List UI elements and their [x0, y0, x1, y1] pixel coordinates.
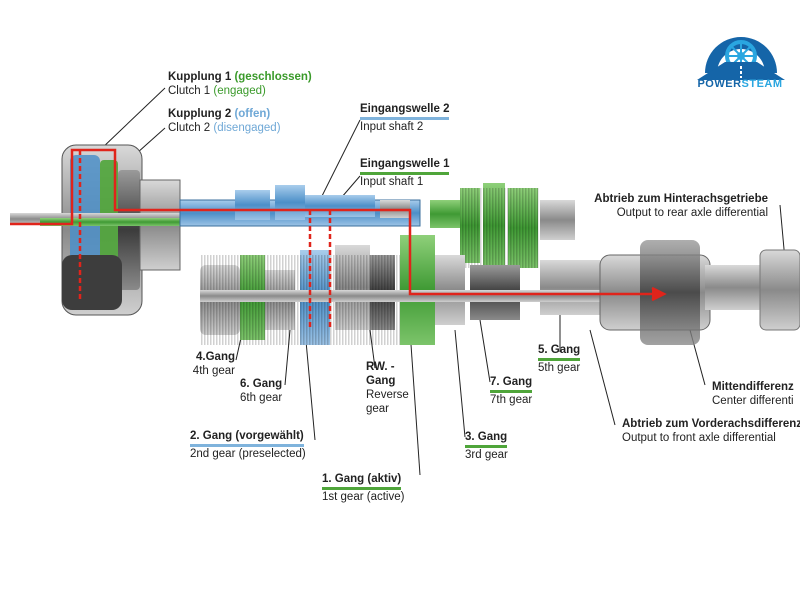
gear5-label: 5. Gang 5th gear: [538, 343, 580, 375]
gear3-label: 3. Gang 3rd gear: [465, 430, 508, 462]
gear4-label: 4.Gang 4th gear: [180, 350, 235, 378]
gear7-label: 7. Gang 7th gear: [490, 375, 532, 407]
input-shaft2-en: Input shaft 2: [360, 121, 424, 133]
input-shaft2-label: Eingangswelle 2 Input shaft 2: [360, 102, 450, 134]
powersteam-logo: [697, 37, 785, 80]
logo-part1: POWER: [697, 78, 742, 90]
logo-part2: STEAM: [741, 78, 783, 90]
gear5-de: 5. Gang: [538, 343, 581, 361]
clutch1-en: Clutch 1: [168, 85, 214, 97]
input-shaft1-label: Eingangswelle 1 Input shaft 1: [360, 157, 450, 189]
gear7-en: 7th gear: [490, 394, 533, 406]
power-flow-path: [10, 148, 667, 330]
gear1-en: 1st gear (active): [322, 491, 405, 503]
clutch1-label: Kupplung 1 (geschlossen) Clutch 1 (engag…: [168, 70, 312, 98]
gear-reverse-de1: RW. -: [366, 361, 395, 373]
center-diff-en: Center differenti: [712, 395, 794, 407]
rear-output-de: Abtrieb zum Hinterachsgetriebe: [594, 193, 768, 205]
gear3-en: 3rd gear: [465, 449, 508, 461]
gear1-label: 1. Gang (aktiv) 1st gear (active): [322, 472, 404, 504]
rear-output-label: Abtrieb zum Hinterachsgetriebe Output to…: [594, 192, 768, 220]
rear-output-en: Output to rear axle differential: [616, 207, 768, 219]
input-shaft1-de: Eingangswelle 1: [360, 157, 450, 175]
gear-reverse-en1: Reverse: [366, 389, 409, 401]
clutch2-de-state: (offen): [234, 108, 271, 120]
upper-gears: [235, 183, 575, 268]
clutch2-label: Kupplung 2 (offen) Clutch 2 (disengaged): [168, 107, 281, 135]
gear-reverse-en2: gear: [366, 403, 390, 415]
gear6-en: 6th gear: [240, 392, 283, 404]
clutch1-de-state: (geschlossen): [234, 71, 312, 83]
gear2-de: 2. Gang (vorgewählt): [190, 429, 304, 447]
gear6-label: 6. Gang 6th gear: [240, 377, 282, 405]
gear3-de: 3. Gang: [465, 430, 508, 448]
leader-lines: [99, 87, 786, 476]
gear7-de: 7. Gang: [490, 375, 533, 393]
gear-reverse-label: RW. - Gang Reverse gear: [366, 360, 409, 416]
logo-wordmark: POWERSTEAM: [690, 78, 790, 90]
gear2-label: 2. Gang (vorgewählt) 2nd gear (preselect…: [190, 429, 306, 461]
gear4-de: 4.Gang: [196, 351, 235, 363]
gear6-de: 6. Gang: [240, 378, 283, 390]
gear-reverse-de2: Gang: [366, 375, 396, 387]
input-shaft1-en: Input shaft 1: [360, 176, 424, 188]
gear1-de: 1. Gang (aktiv): [322, 472, 402, 490]
clutch2-de: Kupplung 2: [168, 108, 235, 120]
center-diff-de: Mittendifferenz: [712, 381, 794, 393]
gear4-en: 4th gear: [192, 365, 235, 377]
center-diff-label: Mittendifferenz Center differenti: [712, 380, 800, 408]
gear5-en: 5th gear: [538, 362, 581, 374]
gear2-en: 2nd gear (preselected): [190, 448, 306, 460]
front-output-en: Output to front axle differential: [622, 432, 776, 444]
clutch1-en-state: (engaged): [213, 85, 266, 97]
front-output-de: Abtrieb zum Vorderachsdifferenz: [622, 418, 800, 430]
clutch2-en-state: (disengaged): [213, 122, 281, 134]
input-shaft2-de: Eingangswelle 2: [360, 102, 450, 120]
clutch2-en: Clutch 2: [168, 122, 214, 134]
clutch1-de: Kupplung 1: [168, 71, 235, 83]
front-output-label: Abtrieb zum Vorderachsdifferenz Output t…: [622, 417, 800, 445]
